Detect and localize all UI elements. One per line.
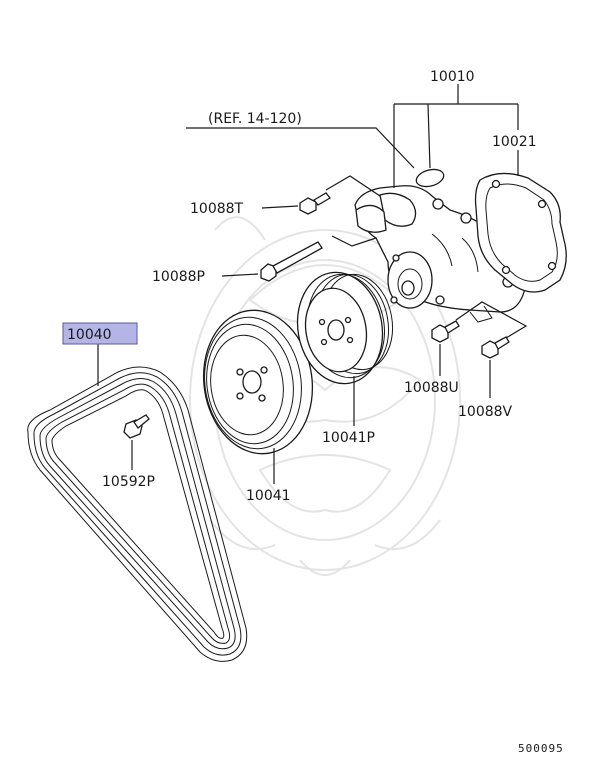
label-10088V[interactable]: 10088V xyxy=(458,404,513,420)
bolt-10088P xyxy=(260,241,323,282)
bolt-10592P xyxy=(123,414,150,439)
selected-part-highlight xyxy=(62,322,138,345)
drive-belt xyxy=(27,366,248,662)
bolt-10088V xyxy=(481,336,510,359)
label-10021[interactable]: 10021 xyxy=(492,134,537,150)
label-10088P[interactable]: 10088P xyxy=(152,269,205,285)
diagram-code: 500095 xyxy=(518,742,564,755)
label-10592P[interactable]: 10592P xyxy=(102,474,155,490)
o-ring xyxy=(415,168,445,188)
label-10041[interactable]: 10041 xyxy=(246,488,291,504)
label-10040[interactable]: 10040 xyxy=(67,327,112,343)
leader-lines xyxy=(97,84,528,484)
label-ref-14-120[interactable]: (REF. 14-120) xyxy=(208,111,302,127)
water-pump xyxy=(354,185,526,323)
pulley-10041P xyxy=(296,271,394,385)
label-10041P[interactable]: 10041P xyxy=(322,430,375,446)
gasket-10021 xyxy=(474,172,567,293)
bolt-10088U xyxy=(431,320,460,343)
label-10010[interactable]: 10010 xyxy=(430,69,475,85)
label-10088T[interactable]: 10088T xyxy=(190,201,244,217)
label-10088U[interactable]: 10088U xyxy=(404,380,459,396)
pulley-10041 xyxy=(202,309,314,455)
bolt-10088T xyxy=(299,192,331,215)
